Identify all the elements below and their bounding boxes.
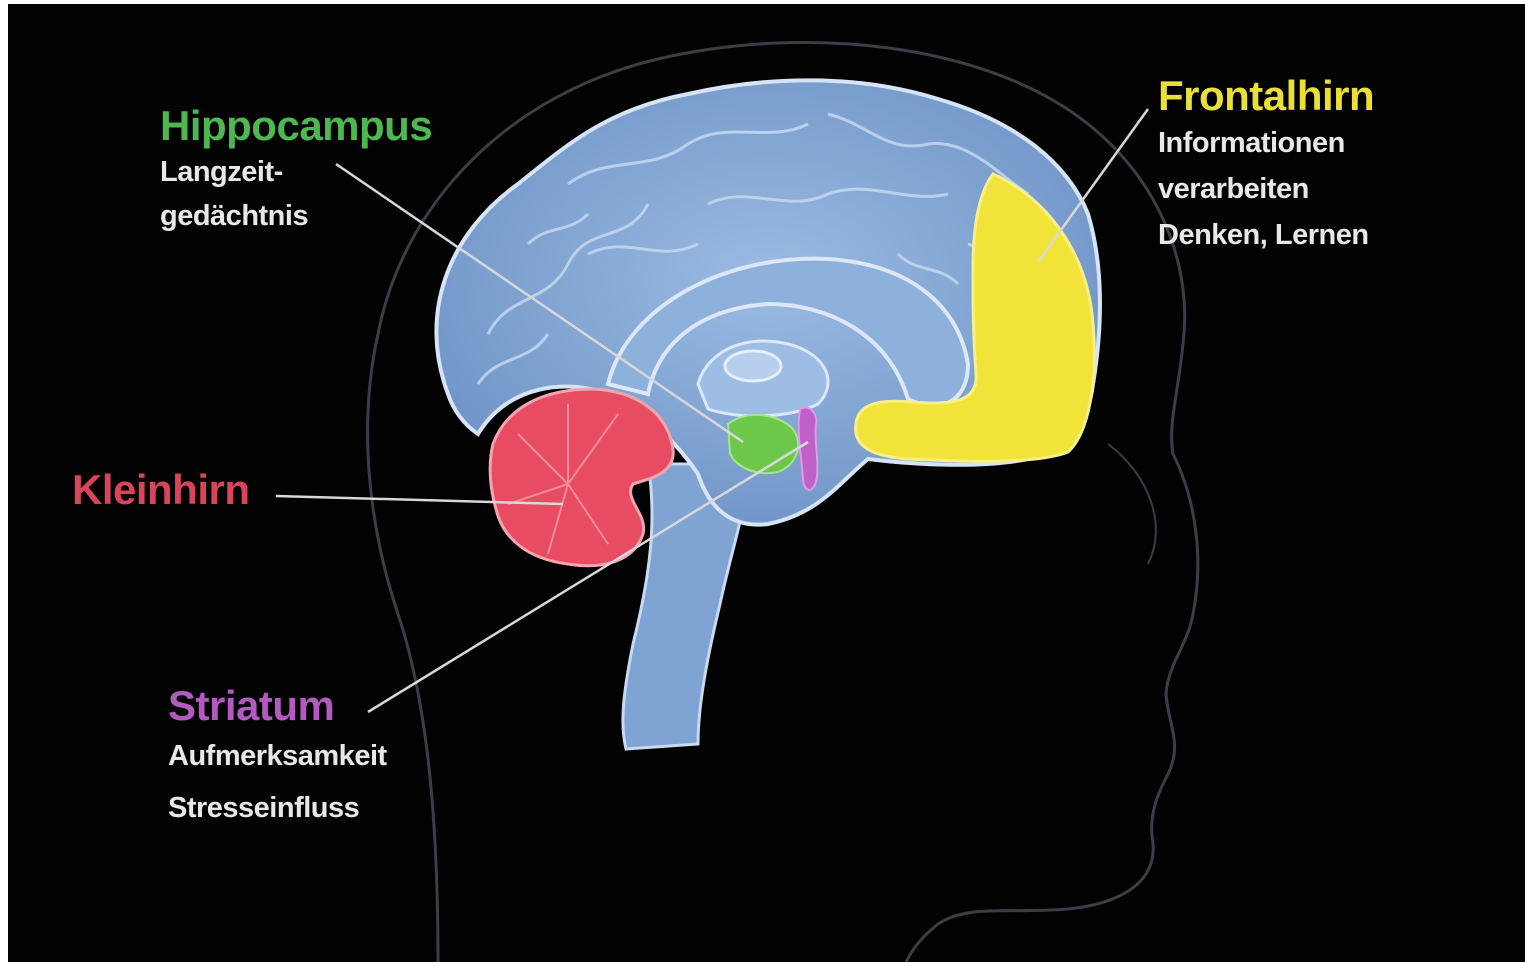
label-frontal-line-3: Denken, Lernen bbox=[1158, 212, 1374, 258]
label-striatum-line-2: Stresseinfluss bbox=[168, 782, 387, 834]
label-frontal-desc: Informationen verarbeiten Denken, Lernen bbox=[1158, 120, 1374, 258]
label-frontal-line-1: Informationen bbox=[1158, 120, 1374, 166]
label-striatum-line-1: Aufmerksamkeit bbox=[168, 730, 387, 782]
ventricle bbox=[725, 351, 781, 381]
face-profile-outline bbox=[1108, 444, 1156, 564]
diagram-canvas: Hippocampus Langzeit- gedächtnis Frontal… bbox=[8, 4, 1525, 962]
label-frontal-line-2: verarbeiten bbox=[1158, 166, 1374, 212]
label-kleinhirn: Kleinhirn bbox=[72, 466, 250, 514]
cerebellum bbox=[490, 389, 673, 566]
label-striatum-desc: Aufmerksamkeit Stresseinfluss bbox=[168, 730, 387, 834]
label-hippocampus-desc: Langzeit- gedächtnis bbox=[160, 150, 432, 238]
label-striatum: Striatum Aufmerksamkeit Stresseinfluss bbox=[168, 682, 387, 834]
label-frontal: Frontalhirn Informationen verarbeiten De… bbox=[1158, 72, 1374, 258]
label-frontal-title: Frontalhirn bbox=[1158, 72, 1374, 120]
label-hippocampus-title: Hippocampus bbox=[160, 102, 432, 150]
label-hippocampus-line-1: Langzeit- bbox=[160, 150, 432, 194]
label-kleinhirn-title: Kleinhirn bbox=[72, 466, 250, 514]
label-hippocampus: Hippocampus Langzeit- gedächtnis bbox=[160, 102, 432, 238]
label-hippocampus-line-2: gedächtnis bbox=[160, 194, 432, 238]
hippocampus bbox=[728, 415, 798, 473]
label-striatum-title: Striatum bbox=[168, 682, 387, 730]
